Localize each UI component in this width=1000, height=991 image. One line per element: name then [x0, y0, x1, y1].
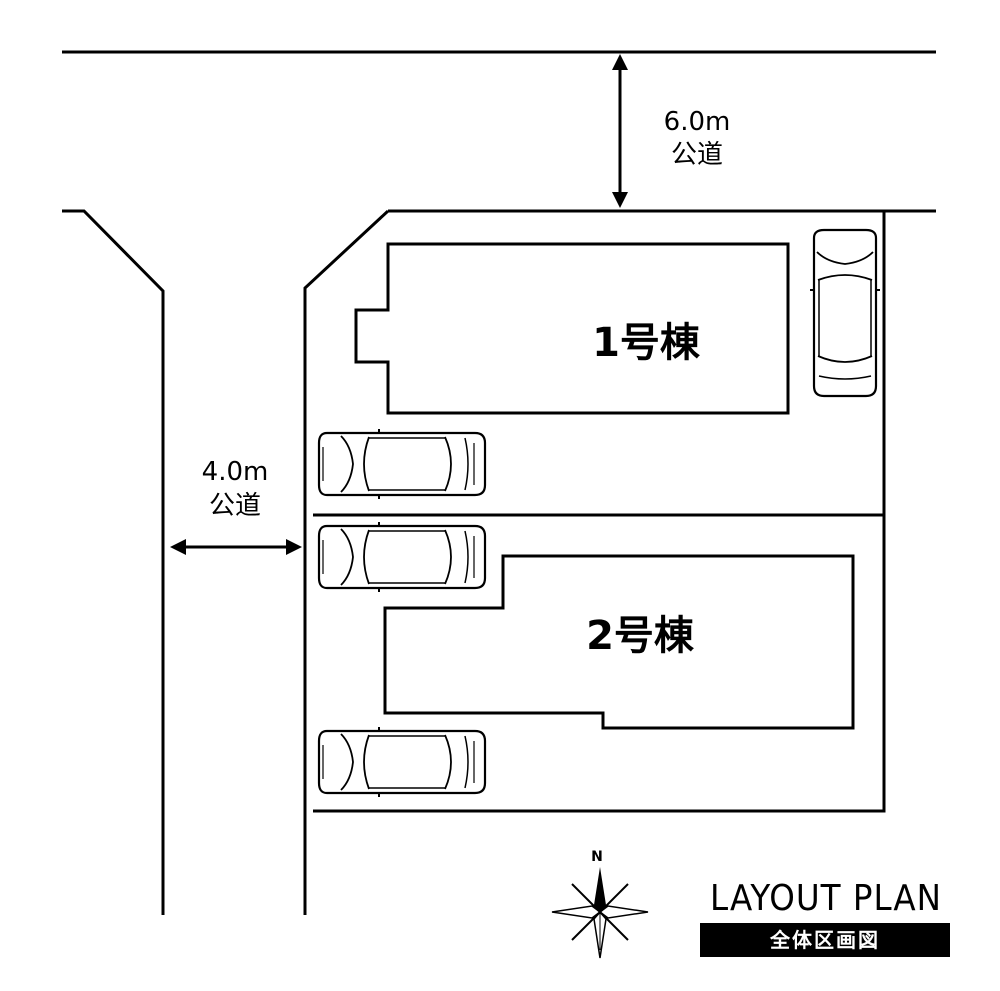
north-road-width: 6.0m	[664, 107, 731, 137]
parking-car-2	[317, 520, 487, 594]
parking-car-4	[808, 228, 882, 398]
layout-plan-subtitle-bar	[700, 923, 950, 957]
layout-plan-subtitle: 全体区画図	[769, 928, 880, 952]
building-1-label: 1号棟	[592, 320, 701, 366]
west-road-type: 公道	[209, 491, 261, 521]
west-road	[62, 209, 165, 915]
building-2-label: 2号棟	[586, 613, 695, 659]
layout-plan-title: LAYOUT PLAN	[710, 878, 942, 919]
north-road-type: 公道	[671, 140, 723, 170]
north-road-width-arrow	[612, 54, 628, 208]
parking-car-1	[317, 427, 487, 501]
west-road-width: 4.0m	[202, 457, 269, 487]
west-road-width-arrow	[170, 539, 302, 555]
north-road	[62, 50, 936, 213]
building-1-footprint	[354, 242, 790, 415]
parking-car-3	[317, 725, 487, 799]
compass-north-label: N	[591, 849, 603, 865]
compass-rose-icon: N	[551, 849, 649, 959]
site-boundary	[303, 209, 886, 915]
building-2-footprint	[383, 554, 855, 730]
